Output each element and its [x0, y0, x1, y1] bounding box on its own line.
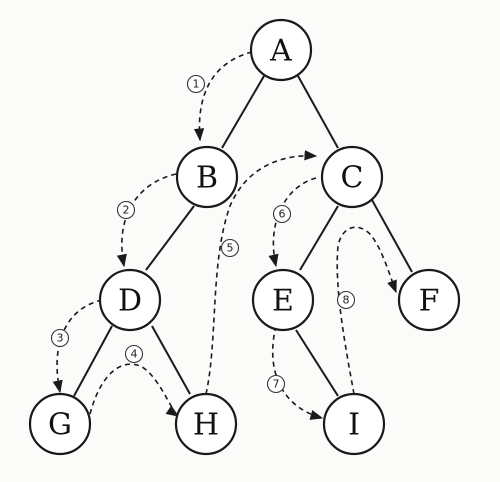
arrow-step-4 [89, 363, 180, 417]
node-a: A [249, 18, 313, 82]
edge-c-e [299, 205, 339, 271]
edge-b-d [145, 205, 195, 271]
edge-c-f [371, 199, 413, 273]
step-number-5: 5 [227, 242, 234, 255]
node-i-label: I [348, 408, 360, 443]
step-badge-6: 6 [272, 204, 292, 224]
tree-edges [73, 75, 413, 397]
arrow-step-2 [116, 173, 177, 268]
step-badge-1: 1 [186, 74, 206, 94]
arrow-step-7 [271, 325, 324, 420]
node-d-label: D [118, 284, 142, 319]
step-number-7: 7 [273, 378, 280, 391]
step-number-4: 4 [131, 348, 138, 361]
node-f-label: F [419, 284, 440, 319]
node-c: C [320, 145, 384, 209]
node-g-label: G [48, 408, 72, 443]
step-badge-4: 4 [124, 344, 144, 364]
node-d: D [98, 268, 162, 332]
step-badges: 1 2 3 4 5 6 7 8 [50, 74, 356, 394]
node-g: G [28, 392, 92, 456]
step-number-6: 6 [279, 208, 286, 221]
edge-e-i [295, 329, 339, 397]
node-h: H [174, 392, 238, 456]
node-b-label: B [196, 161, 218, 196]
edge-d-g [73, 325, 113, 397]
node-b: B [175, 145, 239, 209]
edge-a-c [297, 75, 339, 149]
node-h-label: H [193, 408, 219, 443]
node-a-label: A [269, 34, 292, 69]
step-badge-7: 7 [266, 374, 286, 394]
step-number-1: 1 [193, 78, 200, 91]
tree-nodes: A B C D E F G H [28, 18, 461, 456]
node-e: E [251, 268, 315, 332]
traversal-arrows [52, 51, 397, 420]
step-badge-3: 3 [50, 328, 70, 348]
step-number-8: 8 [343, 294, 350, 307]
step-badge-8: 8 [336, 290, 356, 310]
node-e-label: E [272, 284, 294, 319]
arrow-step-3 [52, 299, 103, 394]
edge-d-h [151, 325, 191, 395]
node-f: F [397, 268, 461, 332]
step-number-2: 2 [123, 204, 130, 217]
arrow-step-1 [193, 51, 253, 142]
step-badge-5: 5 [220, 238, 240, 258]
node-c-label: C [341, 161, 364, 196]
step-number-3: 3 [57, 332, 64, 345]
node-i: I [322, 392, 386, 456]
arrow-step-8 [336, 226, 397, 395]
step-badge-2: 2 [116, 200, 136, 220]
arrow-step-5 [205, 150, 318, 395]
edge-a-b [221, 75, 265, 149]
